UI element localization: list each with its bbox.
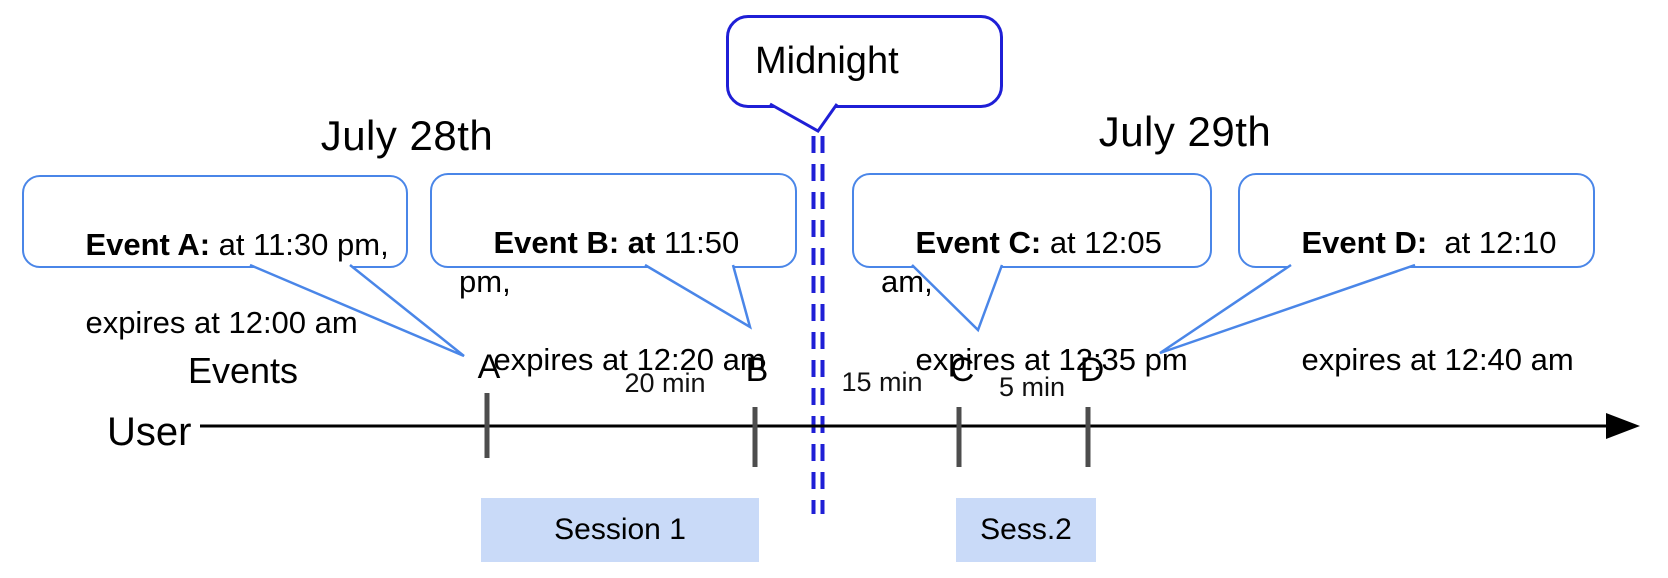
date-july-29: July 29th — [1098, 108, 1272, 155]
event-b-title: Event B: at — [493, 225, 656, 260]
interval-5min: 5 min — [998, 372, 1066, 402]
event-b-callout-tail — [644, 263, 753, 330]
session-1-box: Session 1 — [481, 498, 759, 562]
event-b-expiry: expires at 12:20 am — [493, 342, 766, 377]
event-a-title: Event A: — [85, 227, 211, 262]
session-2-box: Sess.2 — [956, 498, 1096, 562]
tick-label-d: D — [1079, 351, 1105, 389]
session-2-label: Sess.2 — [980, 513, 1072, 546]
event-b-time: 11:50 pm, — [459, 225, 748, 299]
event-c-callout: Event C: at 12:05 am, expires at 12:35 p… — [852, 173, 1212, 377]
event-a-callout: Event A: at 11:30 pm, expires at 12:00 a… — [22, 175, 408, 340]
event-d-expiry: expires at 12:40 am — [1301, 342, 1574, 377]
event-d-title: Event D: — [1301, 225, 1428, 260]
date-july-28: July 28th — [320, 112, 494, 159]
tick-label-c: C — [949, 351, 975, 389]
midnight-callout-tail — [769, 102, 839, 133]
midnight-callout: Midnight — [726, 15, 1003, 108]
timeline-arrowhead-icon — [1606, 413, 1640, 439]
tick-label-b: B — [745, 351, 769, 389]
interval-15min: 15 min — [841, 367, 923, 397]
event-b-callout: Event B: at 11:50 pm, expires at 12:20 a… — [430, 173, 797, 377]
event-c-title: Event C: — [915, 225, 1042, 260]
event-a-time: at 11:30 pm, — [210, 227, 389, 262]
user-axis-label: User — [107, 410, 192, 454]
event-c-expiry: expires at 12:35 pm — [915, 342, 1188, 377]
event-d-callout: Event D: at 12:10 am, expires at 12:40 a… — [1238, 173, 1595, 377]
interval-20min: 20 min — [624, 368, 706, 398]
events-axis-label: Events — [188, 350, 299, 391]
tick-label-a: A — [477, 348, 501, 386]
midnight-label: Midnight — [755, 40, 899, 82]
session-1-label: Session 1 — [554, 513, 686, 546]
event-a-expiry: expires at 12:00 am — [85, 305, 358, 340]
